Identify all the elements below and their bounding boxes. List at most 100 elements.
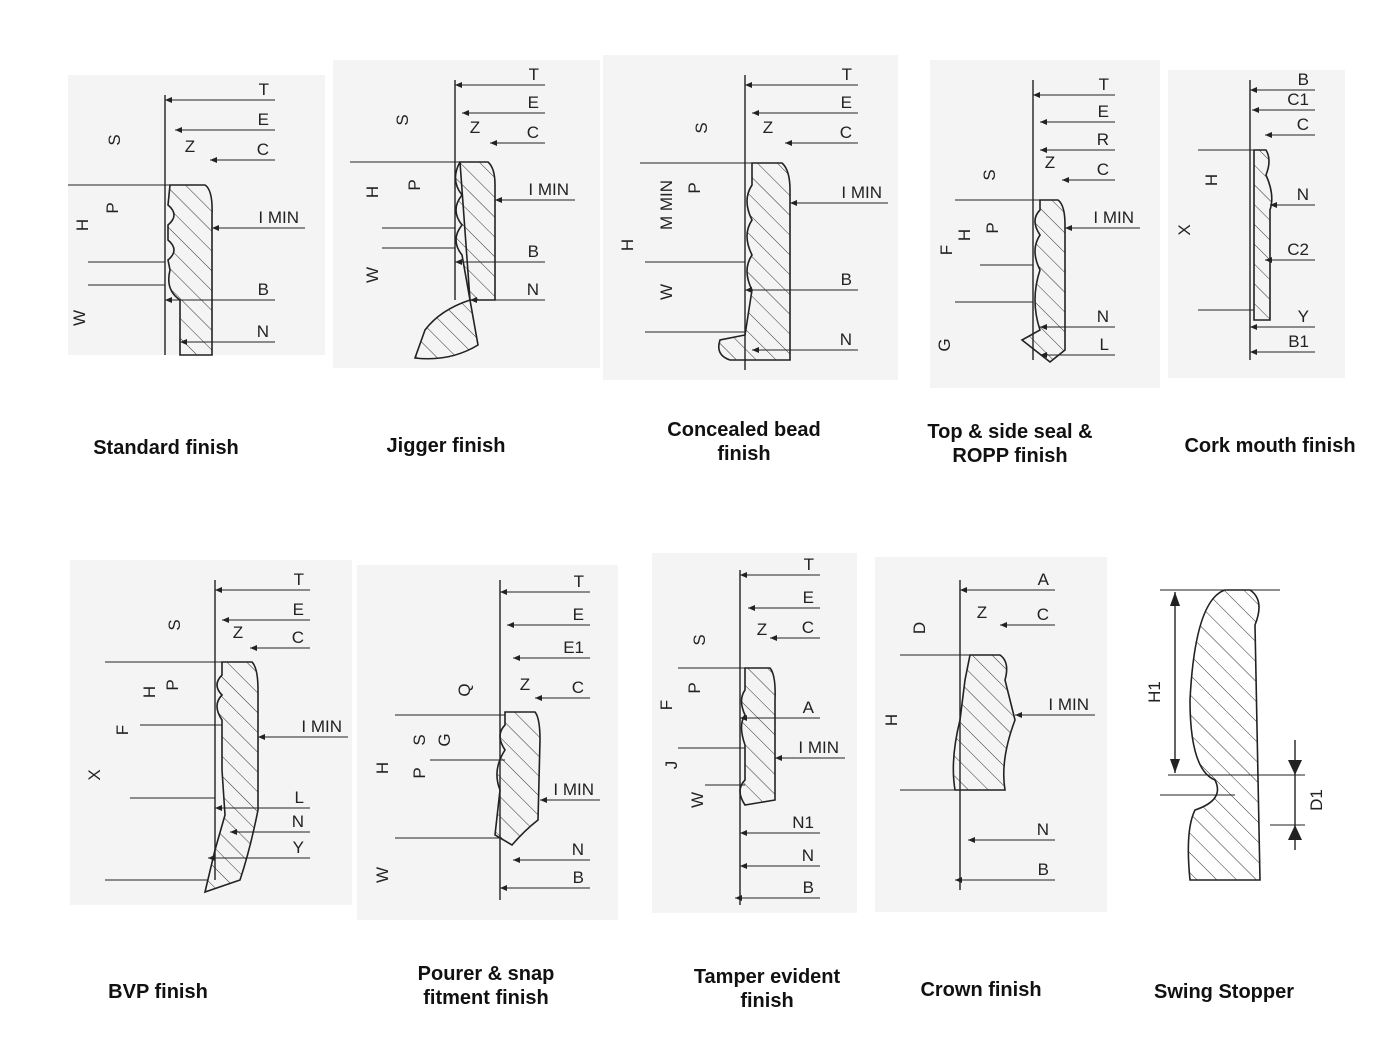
arrow-icon bbox=[215, 587, 222, 593]
dimension-label: M MIN bbox=[657, 180, 676, 230]
caption-top-side-seal-ropp: Top & side seal &ROPP finish bbox=[927, 420, 1092, 468]
dimension-label: N bbox=[257, 322, 269, 341]
dimension-label: W bbox=[688, 792, 707, 808]
dimension-label: S bbox=[980, 169, 999, 180]
dimension-label: P bbox=[163, 679, 182, 690]
arrow-icon bbox=[740, 572, 747, 578]
dimension-label: Z bbox=[763, 118, 773, 137]
arrow-icon bbox=[540, 797, 547, 803]
arrow-icon bbox=[470, 297, 477, 303]
arrow-icon bbox=[1170, 759, 1180, 773]
arrow-icon bbox=[180, 339, 187, 345]
arrow-icon bbox=[462, 110, 469, 116]
dimension-label: P bbox=[410, 767, 429, 778]
arrow-icon bbox=[455, 82, 462, 88]
dimension-label: E bbox=[528, 93, 539, 112]
dimension-label: Z bbox=[977, 603, 987, 622]
caption-line: finish bbox=[740, 990, 794, 1012]
dimension-label: H bbox=[1202, 174, 1221, 186]
caption-line: Pourer & snap bbox=[417, 963, 555, 985]
dimension-label: P bbox=[103, 202, 122, 213]
dimension-label: S bbox=[410, 734, 429, 745]
dimension-label: W bbox=[657, 284, 676, 300]
finish-profile bbox=[717, 162, 791, 361]
dimension-label: I MIN bbox=[553, 780, 594, 799]
arrow-icon bbox=[1170, 592, 1180, 606]
dimension-label: N bbox=[292, 812, 304, 831]
dimension-label: E bbox=[1098, 102, 1109, 121]
arrow-icon bbox=[1265, 257, 1272, 263]
dimension-label: N bbox=[527, 280, 539, 299]
dimension-label: B bbox=[841, 270, 852, 289]
caption-crown: Crown finish bbox=[920, 978, 1041, 1002]
arrow-icon bbox=[740, 863, 747, 869]
dimension-label: C bbox=[840, 123, 852, 142]
finish-profile bbox=[1187, 589, 1261, 881]
dimension-label: T bbox=[529, 65, 539, 84]
dimension-label: P bbox=[685, 182, 704, 193]
panel-background bbox=[70, 560, 352, 905]
finish-profile bbox=[952, 654, 1016, 791]
dimension-label: N bbox=[1097, 307, 1109, 326]
dimension-label: P bbox=[983, 222, 1002, 233]
dimension-label: Q bbox=[455, 683, 474, 696]
finish-profile bbox=[203, 661, 259, 894]
arrow-icon bbox=[1065, 225, 1072, 231]
dimension-label: C bbox=[1097, 160, 1109, 179]
caption-cork-mouth: Cork mouth finish bbox=[1184, 434, 1355, 458]
arrow-icon bbox=[785, 140, 792, 146]
caption-standard: Standard finish bbox=[93, 436, 239, 460]
arrow-icon bbox=[1040, 119, 1047, 125]
dimension-label: Z bbox=[233, 623, 243, 642]
arrow-icon bbox=[495, 197, 502, 203]
dimension-label: T bbox=[294, 570, 304, 589]
dimension-label: I MIN bbox=[798, 738, 839, 757]
dimension-label: Y bbox=[1298, 307, 1309, 326]
caption-swing-stopper: Swing Stopper bbox=[1154, 980, 1294, 1004]
dimension-label: C bbox=[257, 140, 269, 159]
caption-line: fitment finish bbox=[423, 987, 549, 1009]
arrow-icon bbox=[770, 635, 777, 641]
arrow-icon bbox=[1250, 349, 1257, 355]
dimension-label: E bbox=[573, 605, 584, 624]
arrow-icon bbox=[745, 82, 752, 88]
arrow-icon bbox=[212, 225, 219, 231]
arrow-icon bbox=[250, 645, 257, 651]
dimension-label: Y bbox=[293, 838, 304, 857]
dimension-label: L bbox=[1100, 335, 1109, 354]
arrow-icon bbox=[735, 895, 742, 901]
finish-profile bbox=[739, 667, 776, 806]
dimension-label: B bbox=[803, 878, 814, 897]
arrow-icon bbox=[775, 755, 782, 761]
dimension-label: H bbox=[140, 686, 159, 698]
dimension-label: R bbox=[1097, 130, 1109, 149]
dimension-label: C2 bbox=[1287, 240, 1309, 259]
arrow-icon bbox=[1288, 825, 1302, 840]
dimension-label: W bbox=[363, 267, 382, 283]
dimension-label: L bbox=[295, 788, 304, 807]
finish-profile bbox=[1020, 199, 1066, 364]
dimension-label: Z bbox=[1045, 153, 1055, 172]
arrow-icon bbox=[258, 734, 265, 740]
arrow-icon bbox=[790, 200, 797, 206]
arrow-icon bbox=[1033, 92, 1040, 98]
dimension-label: S bbox=[690, 634, 709, 645]
dimension-label: B bbox=[573, 868, 584, 887]
caption-line: BVP finish bbox=[108, 981, 208, 1003]
arrow-icon bbox=[500, 589, 507, 595]
arrow-icon bbox=[165, 297, 172, 303]
dimension-label: C bbox=[292, 628, 304, 647]
dimension-label: D1 bbox=[1307, 789, 1326, 811]
dimension-label: H bbox=[373, 762, 392, 774]
arrow-icon bbox=[175, 127, 182, 133]
dimension-label: H bbox=[73, 219, 92, 231]
caption-line: Swing Stopper bbox=[1154, 981, 1294, 1003]
arrow-icon bbox=[1250, 324, 1257, 330]
